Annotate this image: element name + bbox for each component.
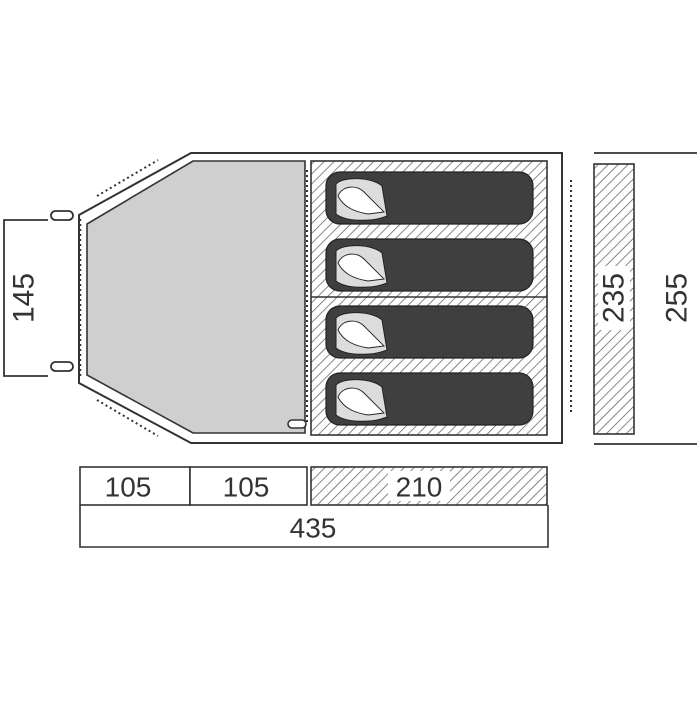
dim-label-210: 210 — [396, 472, 443, 503]
sleeper-head — [337, 186, 385, 215]
dim-box-105-a — [79, 466, 191, 506]
dim-label-105-a: 105 — [105, 472, 152, 503]
peg-icon — [50, 210, 74, 221]
peg-icon — [50, 361, 74, 372]
dim-label-145: 145 — [8, 273, 41, 323]
side-door-dots-bottom — [96, 399, 159, 437]
dim-box-105-b — [189, 466, 308, 506]
sleeping-bags — [325, 171, 534, 426]
sleeper-head — [337, 253, 385, 282]
peg-icon — [287, 419, 307, 429]
sleeper-head — [337, 387, 385, 416]
dim-label-255: 255 — [661, 273, 694, 323]
dim-label-435: 435 — [290, 513, 337, 544]
vestibule-area — [86, 160, 306, 434]
dim-label-105-b: 105 — [223, 472, 270, 503]
dim-label-235-bg — [598, 266, 630, 330]
dim-bracket-435 — [79, 505, 549, 548]
dim-label-210-bg — [388, 471, 450, 501]
side-door-dots-top — [96, 159, 159, 197]
dim-bracket-145 — [3, 219, 48, 377]
dim-label-235: 235 — [598, 273, 631, 323]
sleeper-head — [337, 320, 385, 349]
